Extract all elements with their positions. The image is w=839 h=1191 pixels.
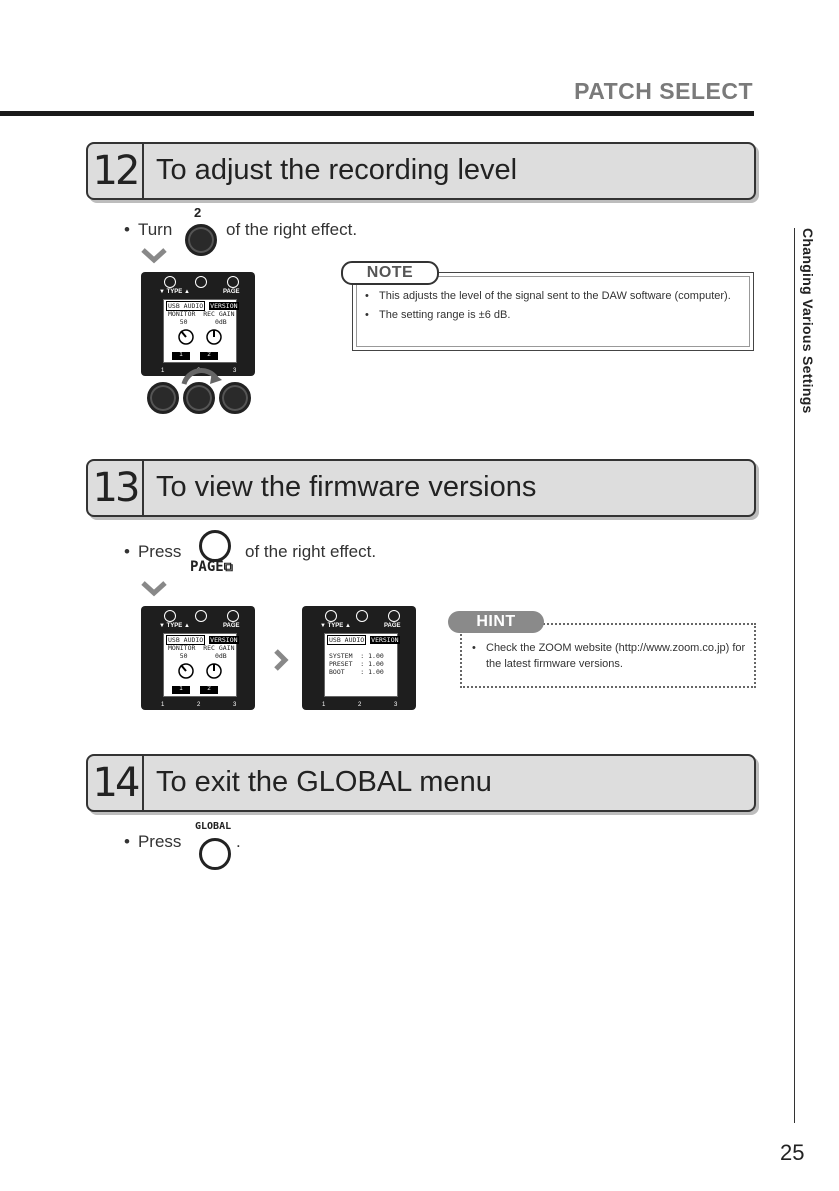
- screen-box: 2: [200, 686, 218, 694]
- knob-2-icon: [183, 382, 215, 414]
- page-label-text: PAGE: [190, 559, 224, 575]
- instruction-prefix: Press: [137, 542, 182, 561]
- knob-2-icon: [185, 224, 217, 256]
- hint-tag: HINT: [448, 611, 544, 633]
- footswitch-label: 1: [161, 368, 165, 374]
- screen-row: PRESET : 1.00: [329, 660, 384, 668]
- instruction-suffix: of the right effect.: [245, 542, 377, 561]
- page-header-title: PATCH SELECT: [574, 78, 753, 104]
- lcd-screen: USB AUDIO VERSION SYSTEM : 1.00 PRESET :…: [324, 633, 400, 697]
- screen-row: MONITOR REC GAIN: [168, 644, 235, 652]
- step-title: To adjust the recording level: [156, 154, 518, 186]
- footswitch-label: 2: [197, 702, 201, 708]
- screen-row: BOOT : 1.00: [329, 668, 384, 676]
- page-button-icon: [199, 530, 231, 562]
- step-number: 13: [88, 461, 144, 515]
- step-12-header: 12 To adjust the recording level: [86, 142, 756, 200]
- page-button-label: PAGE⧉: [190, 559, 234, 575]
- type-label: ▼ TYPE ▲: [159, 623, 190, 629]
- note-box: [352, 272, 754, 351]
- hint-item: Check the ZOOM website (http://www.zoom.…: [470, 640, 746, 672]
- screen-box: 1: [172, 352, 190, 360]
- hint-box: [460, 623, 756, 688]
- screen-tab: VERSION: [370, 636, 400, 644]
- note-item: The setting range is ±6 dB.: [363, 307, 743, 323]
- instruction-suffix: of the right effect.: [226, 220, 358, 239]
- step-title: To view the firmware versions: [156, 471, 537, 503]
- chevron-down-icon: [141, 581, 167, 597]
- screen-row: 50 0dB: [168, 318, 227, 326]
- footswitch-label: 1: [322, 702, 326, 708]
- step-14-header: 14 To exit the GLOBAL menu: [86, 754, 756, 812]
- footswitch-label: 2: [358, 702, 362, 708]
- screen-tab: USB AUDIO: [166, 301, 206, 311]
- footswitch-label: 3: [233, 702, 237, 708]
- screen-tab: USB AUDIO: [166, 635, 206, 645]
- side-section-label: Changing Various Settings: [800, 228, 816, 414]
- screen-box: 2: [200, 352, 218, 360]
- screen-row: MONITOR REC GAIN: [168, 310, 235, 318]
- screen-row: SYSTEM : 1.00: [329, 652, 384, 660]
- footswitch-label: 1: [161, 702, 165, 708]
- step-title: To exit the GLOBAL menu: [156, 766, 492, 798]
- step-12-instruction: •Turn: [124, 220, 173, 239]
- screen-tab: VERSION: [209, 636, 239, 644]
- page-number: 25: [780, 1140, 805, 1165]
- note-item: This adjusts the level of the signal sen…: [363, 288, 743, 304]
- step-number: 14: [88, 756, 144, 810]
- step-13-instruction: •Press: [124, 542, 182, 561]
- screen-knobs-icon: [178, 329, 222, 345]
- type-label: ▼ TYPE ▲: [159, 289, 190, 295]
- rotate-arrow-icon: [181, 368, 222, 385]
- instruction-prefix: Press: [137, 832, 182, 851]
- page-label: PAGE: [223, 289, 240, 295]
- pedal-display-illustration: ▼ TYPE ▲ PAGE USB AUDIO VERSION MONITOR …: [141, 272, 255, 376]
- type-label: ▼ TYPE ▲: [320, 623, 351, 629]
- screen-tab: VERSION: [209, 302, 239, 310]
- chevron-down-icon: [141, 248, 167, 264]
- instruction-prefix: Turn: [137, 220, 173, 239]
- step-13-header: 13 To view the firmware versions: [86, 459, 756, 517]
- knob-number-label: 2: [194, 205, 202, 220]
- pedal-display-illustration: ▼ TYPE ▲ PAGE USB AUDIO VERSION MONITOR …: [141, 606, 255, 710]
- hint-list: Check the ZOOM website (http://www.zoom.…: [470, 640, 746, 672]
- pedal-display-illustration: ▼ TYPE ▲ PAGE USB AUDIO VERSION SYSTEM :…: [302, 606, 416, 710]
- instruction-suffix: .: [236, 832, 241, 851]
- page-label: PAGE: [223, 623, 240, 629]
- lcd-screen: USB AUDIO VERSION MONITOR REC GAIN 50 0d…: [163, 299, 239, 363]
- step-14-instruction: •Press: [124, 832, 182, 851]
- lcd-screen: USB AUDIO VERSION MONITOR REC GAIN 50 0d…: [163, 633, 239, 697]
- screen-knobs-icon: [178, 663, 222, 679]
- footswitch-label: 3: [394, 702, 398, 708]
- header-rule: [0, 111, 754, 116]
- screen-box: 1: [172, 686, 190, 694]
- knob-1-icon: [147, 382, 179, 414]
- screen-row: 50 0dB: [168, 652, 227, 660]
- note-list: This adjusts the level of the signal sen…: [363, 288, 743, 323]
- step-number: 12: [88, 144, 144, 198]
- page-label: PAGE: [384, 623, 401, 629]
- screen-tab: USB AUDIO: [327, 635, 367, 645]
- note-tag: NOTE: [341, 261, 439, 285]
- global-button-label: GLOBAL: [195, 821, 232, 832]
- chevron-right-icon: [274, 649, 289, 671]
- footswitch-label: 3: [233, 368, 237, 374]
- global-button-icon: [199, 838, 231, 870]
- side-section-tab: Changing Various Settings: [796, 228, 824, 464]
- side-divider: [794, 228, 795, 1123]
- knob-3-icon: [219, 382, 251, 414]
